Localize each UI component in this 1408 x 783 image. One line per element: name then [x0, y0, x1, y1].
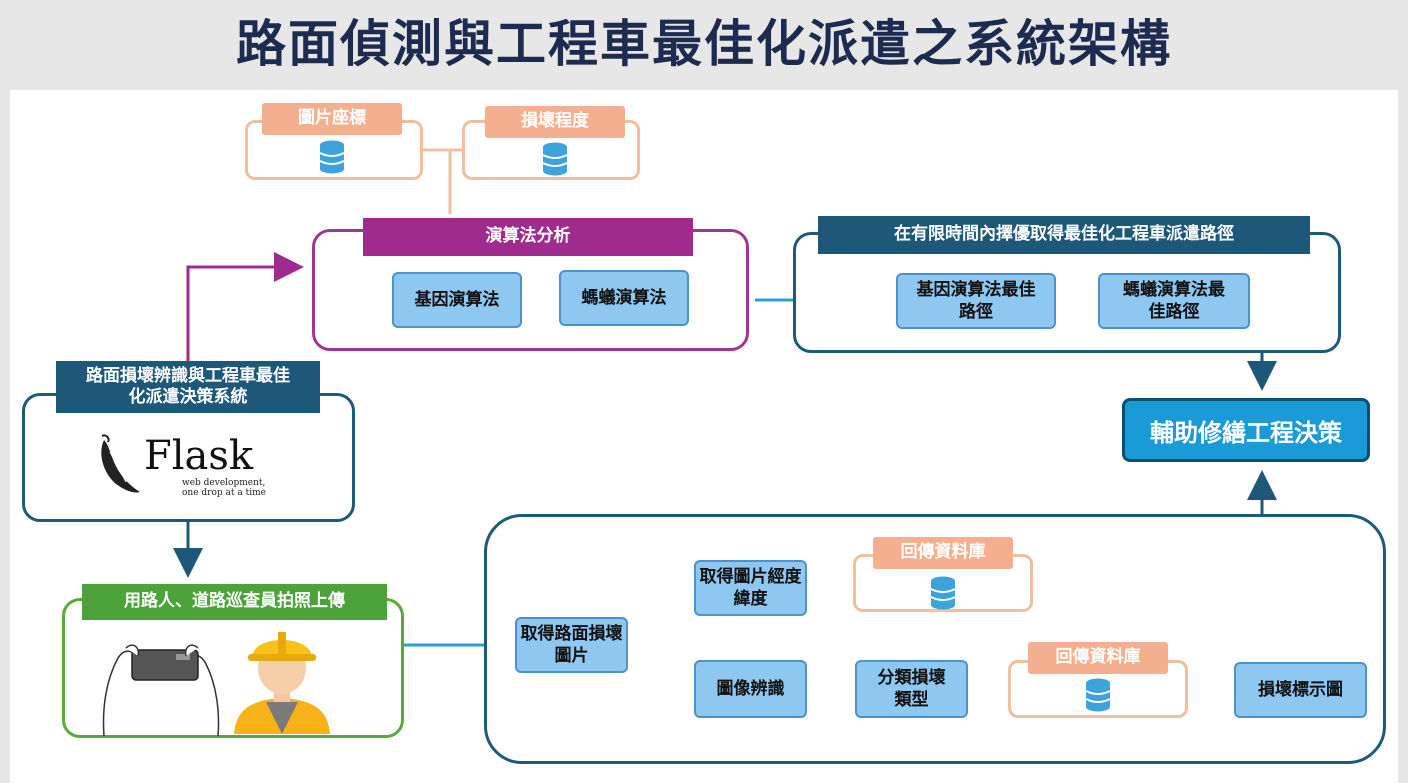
page-title: 路面偵測與工程車最佳化派遣之系統架構 [236, 15, 1172, 73]
database-icon [319, 140, 345, 174]
classify-box: 分類損壞類型 [855, 660, 968, 718]
database-icon [930, 576, 956, 610]
severity-label: 損壞程度 [485, 106, 625, 138]
system-group [22, 393, 355, 522]
ant-best-path-box: 螞蟻演算法最佳路徑 [1098, 273, 1250, 329]
recognition-box: 圖像辨識 [694, 660, 807, 718]
upload-header: 用路人、道路巡查員拍照上傳 [82, 584, 387, 620]
database-icon [542, 142, 568, 176]
flask-logo: Flask web development, one drop at a tim… [96, 432, 276, 502]
database-icon [1085, 678, 1111, 712]
phone-photo-icon [102, 644, 220, 736]
get-image-box: 取得路面損壞圖片 [515, 617, 628, 673]
inputs-connector [420, 148, 465, 214]
algorithm-header: 演算法分析 [363, 218, 693, 256]
ant-algorithm-box: 螞蟻演算法 [559, 270, 689, 326]
optimal-header: 在有限時間內擇優取得最佳化工程車派遣路徑 [818, 216, 1310, 254]
return-db-label-2: 回傳資料庫 [1028, 642, 1168, 674]
system-header: 路面損壞辨識與工程車最佳化派遣決策系統 [56, 361, 320, 413]
flask-logo-tagline: web development, one drop at a time [182, 478, 266, 498]
genetic-best-path-box: 基因演算法最佳路徑 [896, 273, 1056, 329]
inspector-worker-icon [234, 632, 330, 734]
coords-label: 圖片座標 [262, 103, 402, 135]
return-db-label-1: 回傳資料庫 [873, 537, 1013, 569]
genetic-algorithm-box: 基因演算法 [392, 272, 522, 328]
flask-horn-icon [101, 434, 140, 493]
flask-logo-text: Flask [144, 433, 254, 479]
damage-map-box: 損壞標示圖 [1234, 662, 1367, 718]
decision-box: 輔助修繕工程決策 [1122, 398, 1370, 462]
system-to-algorithm-arrow [186, 252, 304, 362]
get-coords-box: 取得圖片經度緯度 [694, 560, 807, 616]
